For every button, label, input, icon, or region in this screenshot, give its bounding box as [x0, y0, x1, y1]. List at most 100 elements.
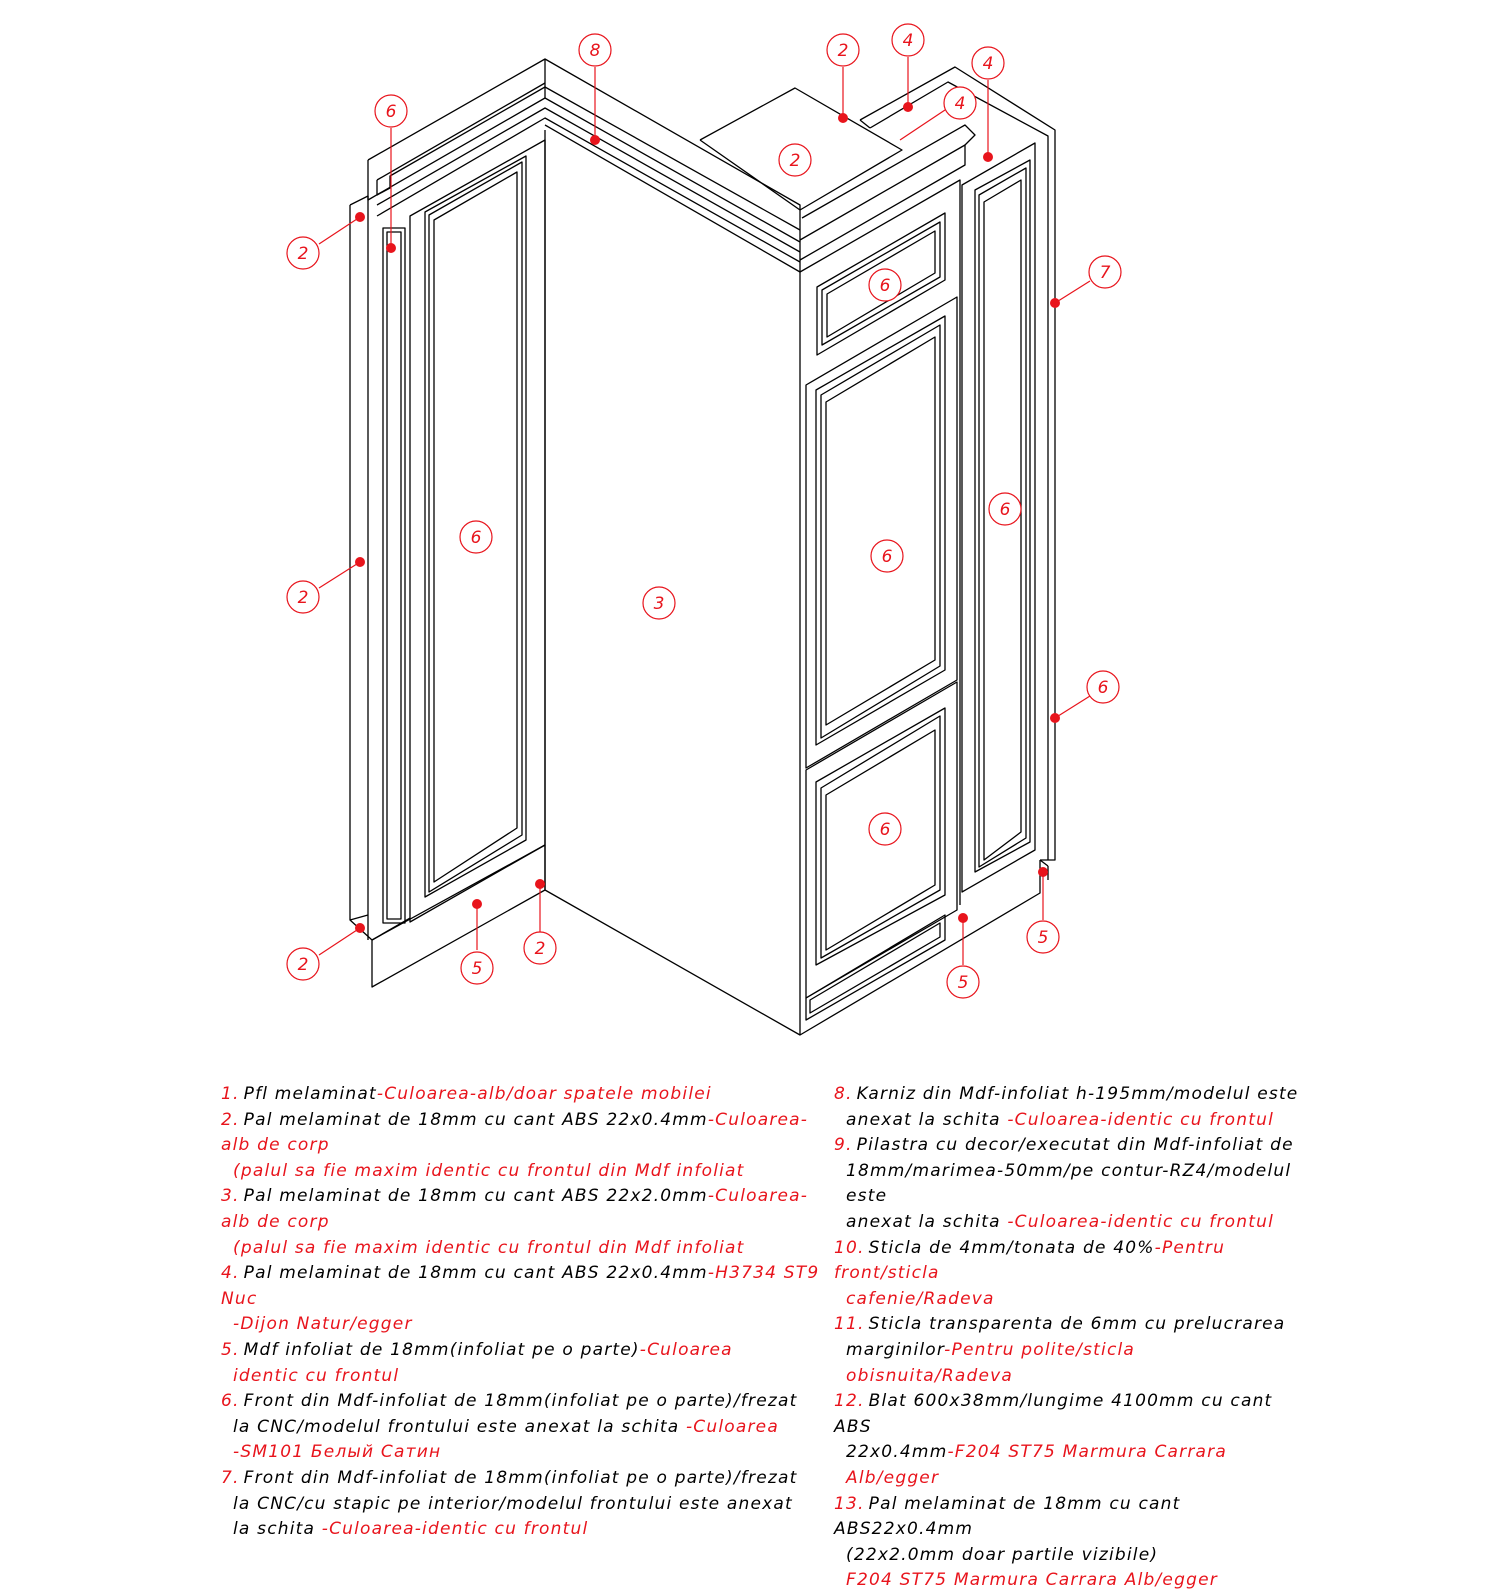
callout-label: 6 — [1000, 500, 1011, 520]
callout-label: 2 — [535, 939, 546, 959]
callout-label: 5 — [958, 973, 969, 993]
legend-item: 9.Pilastra cu decor/executat din Mdf-inf… — [834, 1133, 1304, 1235]
legend-line: marginilor-Pentru polite/sticla obisnuit… — [834, 1338, 1304, 1389]
legend-text: anexat la schita — [846, 1211, 1008, 1232]
callout-bubble: 6 — [870, 539, 904, 573]
legend-line: 4.Pal melaminat de 18mm cu cant ABS 22x0… — [221, 1261, 831, 1312]
legend-color-text: cafenie/Radeva — [846, 1288, 995, 1309]
legend-color-text: identic cu frontul — [233, 1365, 400, 1386]
legend-number: 10. — [834, 1237, 865, 1258]
legend-item: 4.Pal melaminat de 18mm cu cant ABS 22x0… — [221, 1261, 831, 1338]
callout-label: 6 — [880, 820, 891, 840]
legend-text: Sticla de 4mm/tonata de 40% — [868, 1237, 1155, 1258]
legend-color-text: -Pentru polite/sticla obisnuita/Radeva — [846, 1339, 1136, 1386]
callout-label: 2 — [790, 151, 801, 171]
callout-bubble: 3 — [642, 586, 676, 620]
callout-bubble: 5 — [946, 965, 980, 999]
legend-line: 1.Pfl melaminat-Culoarea-alb/doar spatel… — [221, 1082, 831, 1108]
legend-item: 2.Pal melaminat de 18mm cu cant ABS 22x0… — [221, 1108, 831, 1185]
legend-text: anexat la schita — [846, 1109, 1008, 1130]
legend-color-text: -Culoarea — [639, 1339, 733, 1360]
legend-line: anexat la schita -Culoarea-identic cu fr… — [834, 1210, 1304, 1236]
legend-line: 7.Front din Mdf-infoliat de 18mm(infolia… — [221, 1466, 831, 1492]
legend-line: 6.Front din Mdf-infoliat de 18mm(infolia… — [221, 1389, 831, 1415]
callout-bubbles: 8 2 4 4 6 4 2 6 7 2 2 6 6 3 6 6 6 6 2 5 … — [286, 23, 1122, 999]
legend-line: cafenie/Radeva — [834, 1287, 1304, 1313]
callout-label: 6 — [386, 102, 397, 122]
legend-number: 3. — [221, 1186, 240, 1207]
legend-text: 18mm/marimea-50mm/pe contur-RZ4/modelul … — [846, 1160, 1292, 1207]
callout-label: 4 — [955, 94, 966, 114]
callout-bubble: 2 — [286, 580, 320, 614]
legend-text: Pal melaminat de 18mm cu cant ABS 22x0.4… — [243, 1263, 708, 1284]
callout-label: 5 — [472, 959, 483, 979]
callout-bubble: 6 — [868, 268, 902, 302]
legend-color-text: (palul sa fie maxim identic cu frontul d… — [233, 1160, 745, 1181]
legend-item: 8.Karniz din Mdf-infoliat h-195mm/modelu… — [834, 1082, 1304, 1133]
legend-text: Karniz din Mdf-infoliat h-195mm/modelul … — [856, 1084, 1299, 1104]
legend-text: Pilastra cu decor/executat din Mdf-infol… — [856, 1135, 1294, 1156]
callout-bubble: 8 — [578, 33, 612, 67]
legend-text: Blat 600x38mm/lungime 4100mm cu cant ABS — [834, 1391, 1273, 1437]
legend-right-column: 8.Karniz din Mdf-infoliat h-195mm/modelu… — [834, 1082, 1304, 1594]
legend-number: 8. — [834, 1084, 853, 1104]
legend-text: Pal melaminat de 18mm cu cant ABS 22x2.0… — [243, 1186, 708, 1207]
legend-line: identic cu frontul — [221, 1364, 831, 1390]
callout-label: 3 — [654, 594, 665, 614]
legend-item: 7.Front din Mdf-infoliat de 18mm(infolia… — [221, 1466, 831, 1543]
callout-bubble: 6 — [374, 94, 408, 128]
legend-number: 9. — [834, 1135, 853, 1156]
legend-line: 2.Pal melaminat de 18mm cu cant ABS 22x0… — [221, 1108, 831, 1159]
callout-label: 6 — [1098, 678, 1109, 698]
legend-line: 8.Karniz din Mdf-infoliat h-195mm/modelu… — [834, 1082, 1304, 1108]
legend-text: la CNC/modelul frontului este anexat la … — [233, 1416, 686, 1437]
legend-text: Mdf infoliat de 18mm(infoliat pe o parte… — [243, 1339, 640, 1360]
legend-color-text: -Culoarea-alb de corp — [221, 1109, 809, 1156]
callout-label: 8 — [590, 41, 601, 61]
callout-label: 7 — [1100, 263, 1111, 283]
legend-color-text: -Culoarea-identic cu frontul — [1007, 1109, 1274, 1130]
legend-line: -Dijon Natur/egger — [221, 1312, 831, 1338]
callout-label: 2 — [838, 41, 849, 61]
callout-label: 4 — [903, 31, 914, 51]
callout-label: 6 — [880, 276, 891, 296]
legend-color-text: (palul sa fie maxim identic cu frontul d… — [233, 1237, 745, 1258]
callout-bubble: 5 — [460, 951, 494, 985]
legend-line: (palul sa fie maxim identic cu frontul d… — [221, 1159, 831, 1185]
legend-text: Pfl melaminat — [243, 1084, 377, 1104]
legend-line: 18mm/marimea-50mm/pe contur-RZ4/modelul … — [834, 1159, 1304, 1210]
legend-color-text: -Dijon Natur/egger — [233, 1314, 413, 1335]
legend-color-text: -F204 ST75 Marmura Carrara Alb/egger — [846, 1442, 1227, 1488]
legend-text: 22x0.4mm — [846, 1442, 948, 1463]
legend-color-text: F204 ST75 Marmura Carrara Alb/egger — [846, 1570, 1218, 1591]
legend-color-text: -Culoarea — [685, 1416, 779, 1437]
legend-number: 11. — [834, 1314, 865, 1335]
legend-number: 6. — [221, 1391, 240, 1412]
legend-line: 3.Pal melaminat de 18mm cu cant ABS 22x2… — [221, 1184, 831, 1235]
legend-line: (22x2.0mm doar partile vizibile) — [834, 1543, 1304, 1569]
legend-item: 13.Pal melaminat de 18mm cu cant ABS22x0… — [834, 1492, 1304, 1594]
callout-bubble: 2 — [826, 33, 860, 67]
legend-color-text: -Culoarea-alb de corp — [221, 1186, 809, 1232]
callout-bubble: 2 — [286, 236, 320, 270]
legend-number: 4. — [221, 1263, 240, 1284]
legend-line: la CNC/cu stapic pe interior/modelul fro… — [221, 1492, 831, 1518]
legend-line: 10.Sticla de 4mm/tonata de 40%-Pentru fr… — [834, 1236, 1304, 1287]
legend-color-text: -Pentru front/sticla — [834, 1237, 1226, 1284]
legend-text: la CNC/cu stapic pe interior/modelul fro… — [233, 1493, 793, 1514]
legend-line: 5.Mdf infoliat de 18mm(infoliat pe o par… — [221, 1338, 831, 1364]
cabinet-drawing: 8 2 4 4 6 4 2 6 7 2 2 6 6 3 6 6 6 6 2 5 … — [286, 23, 1122, 1036]
legend-line: 11.Sticla transparenta de 6mm cu prelucr… — [834, 1312, 1304, 1338]
legend-number: 2. — [221, 1109, 240, 1130]
callout-bubble: 6 — [459, 520, 493, 554]
legend-line: anexat la schita -Culoarea-identic cu fr… — [834, 1108, 1304, 1134]
legend-number: 5. — [221, 1339, 240, 1360]
legend-line: -SM101 Белый Сатин — [221, 1440, 831, 1466]
callout-bubble: 4 — [891, 23, 925, 57]
callout-bubble: 4 — [971, 46, 1005, 80]
legend-line: F204 ST75 Marmura Carrara Alb/egger — [834, 1568, 1304, 1594]
legend-item: 1.Pfl melaminat-Culoarea-alb/doar spatel… — [221, 1082, 831, 1108]
callout-bubble: 6 — [868, 812, 902, 846]
legend-text: Sticla transparenta de 6mm cu prelucrare… — [868, 1314, 1286, 1335]
callout-bubble: 5 — [1026, 920, 1060, 954]
